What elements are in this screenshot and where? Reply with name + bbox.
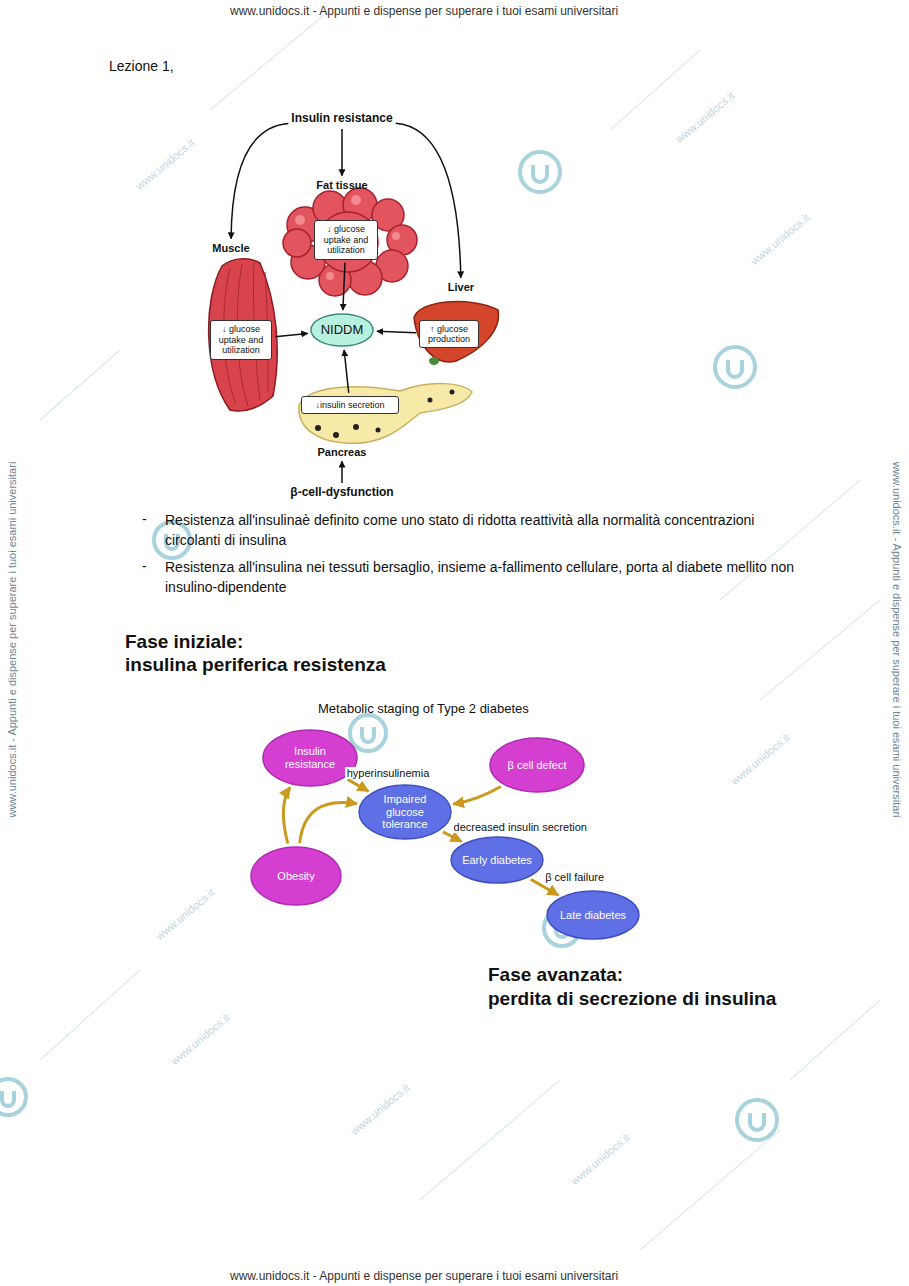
watermark-text: www.unidocs.it [673,90,737,147]
watermark-text: www.unidocs.it [133,137,197,194]
page-text: Resistenza all'insulinaè definito come u… [165,511,780,550]
edge-label: decreased insulin secretion [452,821,589,833]
stage-ellipse: NIDDM [310,313,374,347]
effect-box: ↓ glucose uptake and utilization [210,320,272,359]
node-text: Obesity [277,870,314,883]
node-text: Fat tissue [316,179,367,192]
pancreas-picture [299,384,472,444]
effect-box: ↓ glucose uptake and utilization [314,220,378,259]
effect-arrow [275,333,308,336]
page-text: Resistenza all'insulina nei tessuti bers… [165,558,795,597]
ellipse-shape [451,837,543,883]
watermark-text: www.unidocs.it - Appunti e dispense per … [6,462,19,818]
effect-arrow [344,350,349,393]
ellipse-shape [547,891,639,939]
fat-tissue-picture [283,188,417,296]
node-label: Muscle [212,242,249,255]
effect-arrow [396,123,461,278]
page-text: Lezione 1, [109,58,174,75]
node-label: Pancreas [318,446,367,459]
node-text: Late diabetes [560,909,626,922]
node-text: Insulin resistance [291,112,392,126]
watermark-text: www.unidocs.it [153,887,217,944]
effect-arrow [341,461,343,483]
node-text: β cell defect [508,759,567,772]
node-text: ↓ glucose uptake and utilization [214,324,268,355]
ellipse-shape [359,785,451,839]
watermark-text: www.unidocs.it [568,1132,632,1189]
page-text: www.unidocs.it - Appunti e dispense per … [230,4,618,18]
page-text: - [142,558,147,575]
page-text: www.unidocs.it - Appunti e dispense per … [230,1269,618,1283]
page-text: Metabolic staging of Type 2 diabetes [318,701,529,717]
stage-arrow [453,786,500,804]
node-label: Liver [448,281,474,294]
node-text: ↓insulin secretion [305,400,395,410]
edge-label: β cell failure [543,871,606,883]
liver-picture [414,302,499,365]
node-text: ↑ glucose production [423,324,475,345]
node-text: Muscle [212,242,249,255]
watermark-text: www.unidocs.it [728,732,792,789]
stage-arrow [348,779,369,791]
watermark-text: www.unidocs.it [348,1082,412,1139]
effect-arrow [341,129,343,176]
stage-arrow [300,802,357,843]
node-text: NIDDM [321,323,364,338]
effect-arrow [377,331,416,332]
effect-arrow [343,263,345,310]
ellipse-shape [311,314,373,346]
node-text: β-cell-dysfunction [290,486,393,500]
section-heading: Fase iniziale: [125,631,243,654]
watermark-text: www.unidocs.it [168,1012,232,1069]
section-heading: insulina periferica resistenza [125,654,386,677]
stage-ellipse: Late diabetes [546,890,640,940]
node-label: Insulin resistance [291,112,392,126]
node-label: Fat tissue [316,179,367,192]
section-heading: perdita di secrezione di insulina [488,987,778,1011]
node-text: Impaired glucose tolerance [368,793,442,831]
stage-ellipse: β cell defect [489,737,585,793]
node-label: β-cell-dysfunction [290,486,393,500]
node-text: Insulin resistance [272,745,348,770]
effect-arrow [231,123,288,238]
node-text: Pancreas [318,446,367,459]
watermark-text: www.unidocs.it [748,212,812,269]
effect-box: ↑ glucose production [419,320,479,349]
page-text: - [142,511,147,528]
stage-ellipse: Insulin resistance [262,729,358,787]
node-text: Liver [448,281,474,294]
watermark-text: www.unidocs.it - Appunti e dispense per … [889,462,902,818]
section-heading: Fase avanzata: [488,964,623,987]
node-text: ↓ glucose uptake and utilization [318,224,374,255]
stage-ellipse: Obesity [250,846,342,906]
edge-label: hyperinsulinemia [345,767,432,779]
stage-ellipse: Impaired glucose tolerance [358,784,452,840]
effect-box: ↓insulin secretion [301,396,399,414]
node-text: Early diabetes [462,854,532,867]
ellipse-shape [490,738,584,792]
ellipse-shape [251,847,341,905]
muscle-picture [209,259,278,411]
stage-arrow [283,787,290,843]
stage-ellipse: Early diabetes [450,836,544,884]
stage-arrow [443,832,461,842]
ellipse-shape [263,730,357,786]
